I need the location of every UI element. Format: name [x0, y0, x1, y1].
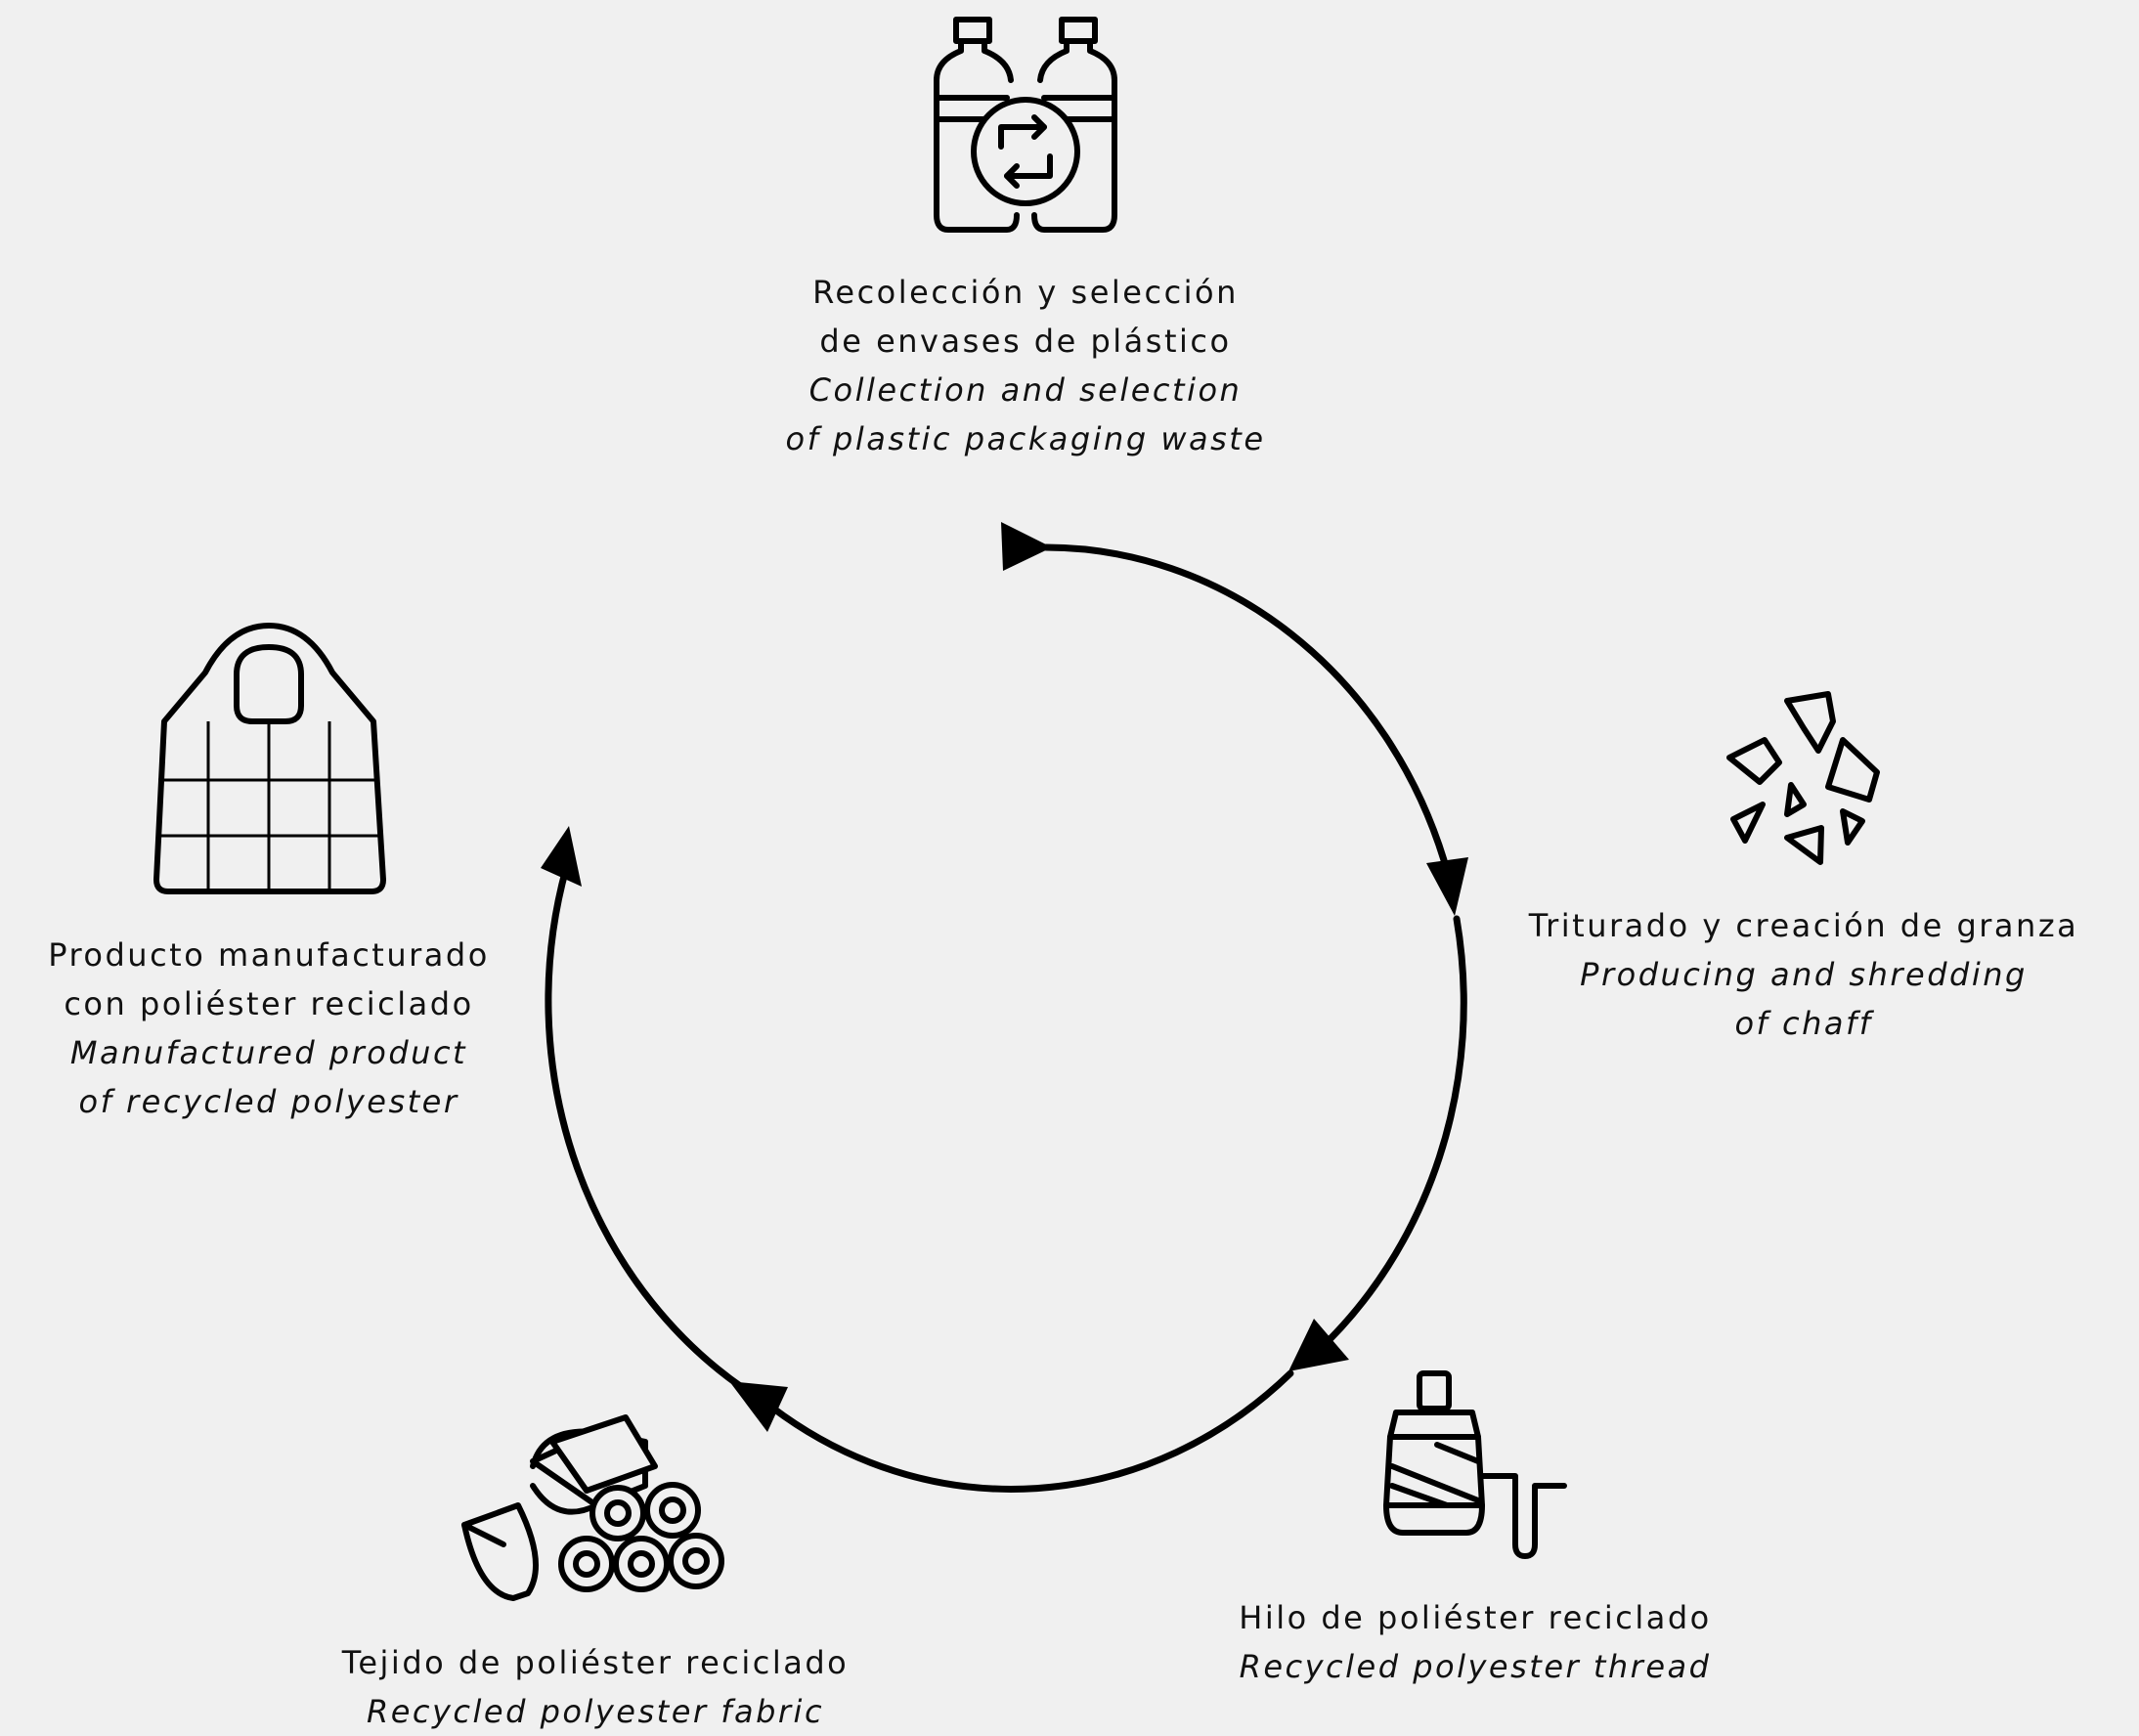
label-shredding-en-line-1: Producing and shredding — [1580, 956, 2028, 993]
arc-collection-to-shredding — [1042, 543, 1448, 864]
label-product-en-line-1: Manufactured product — [69, 1034, 468, 1071]
cycle-arrows — [545, 543, 1467, 1493]
fabric-rolls-icon — [461, 1414, 724, 1601]
label-fabric: Tejido de poliéster reciclado Recycled p… — [342, 1638, 850, 1736]
arrowhead-product — [541, 826, 582, 887]
label-product-es-line-1: Producto manufacturado — [48, 936, 490, 974]
arrowhead-shredding — [1426, 857, 1468, 916]
label-product: Producto manufacturado con poliéster rec… — [48, 931, 490, 1126]
arrowhead-fabric — [729, 1381, 788, 1432]
label-collection-en-line-2: of plastic packaging waste — [785, 420, 1266, 457]
label-collection: Recolección y selección de envases de pl… — [785, 268, 1265, 463]
plastic-chaff-flakes-icon — [1726, 691, 1880, 865]
arrowhead-start — [1001, 522, 1052, 571]
label-shredding-es-line-1: Triturado y creación de granza — [1528, 907, 2079, 944]
arc-thread-to-fabric — [768, 1369, 1294, 1493]
label-thread-en-line-1: Recycled polyester thread — [1239, 1648, 1712, 1685]
label-thread: Hilo de poliéster reciclado Recycled pol… — [1239, 1593, 1711, 1691]
label-shredding-en-line-2: of chaff — [1734, 1005, 1873, 1042]
label-product-es-line-2: con poliéster reciclado — [64, 985, 474, 1022]
label-shredding: Triturado y creación de granza Producing… — [1529, 901, 2078, 1048]
label-collection-en-line-1: Collection and selection — [808, 371, 1243, 409]
arc-fabric-to-product — [545, 861, 762, 1402]
plastic-bottles-recycle-icon — [934, 17, 1117, 233]
thread-spool-icon — [1383, 1370, 1567, 1559]
label-collection-es-line-1: Recolección y selección — [812, 274, 1239, 311]
label-fabric-en-line-1: Recycled polyester fabric — [366, 1693, 825, 1730]
tote-bag-icon — [153, 623, 386, 894]
label-product-en-line-2: of recycled polyester — [78, 1083, 459, 1120]
label-thread-es-line-1: Hilo de poliéster reciclado — [1239, 1599, 1712, 1636]
arc-shredding-to-thread — [1311, 915, 1467, 1358]
label-collection-es-line-2: de envases de plástico — [819, 323, 1232, 360]
cycle-arrowheads — [541, 522, 1468, 1432]
arrowhead-thread — [1288, 1319, 1349, 1371]
label-fabric-es-line-1: Tejido de poliéster reciclado — [341, 1644, 850, 1681]
